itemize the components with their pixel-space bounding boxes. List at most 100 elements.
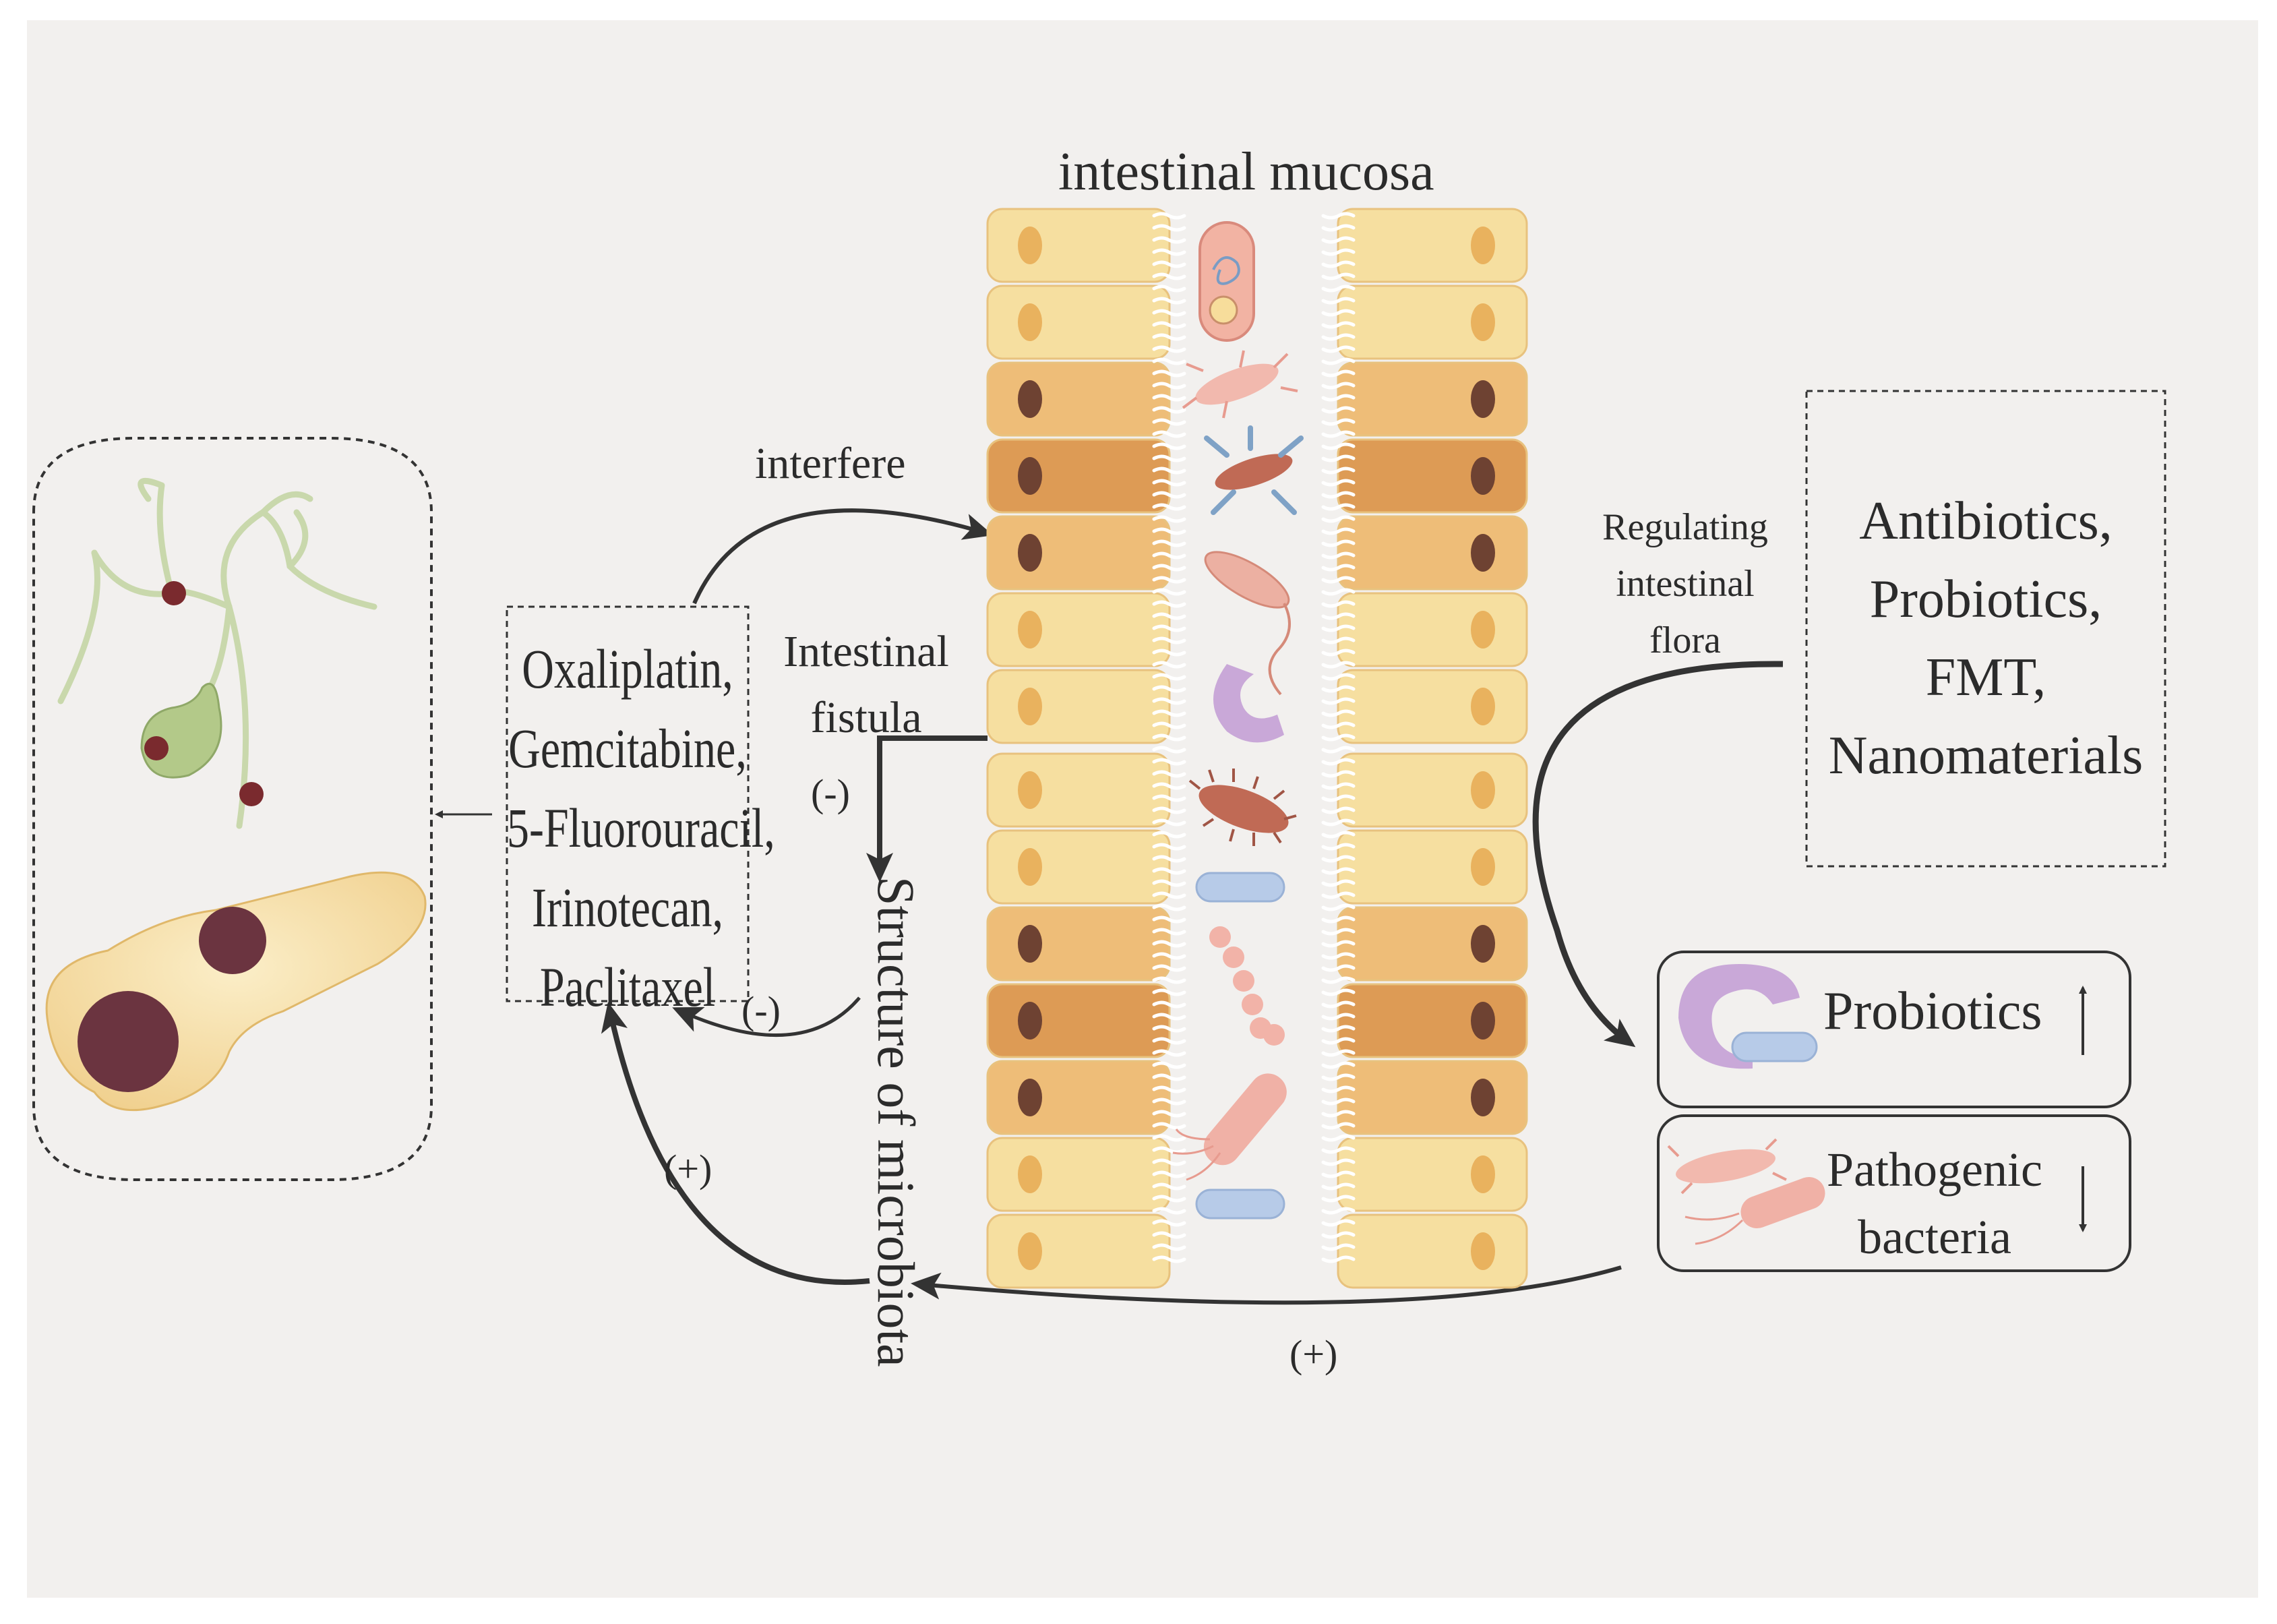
left-microvillus: [1152, 1146, 1186, 1154]
left-microvillus: [1152, 1013, 1186, 1021]
right-microvillus: [1321, 1243, 1356, 1251]
left-microvillus: [1152, 831, 1186, 839]
left-microvillus: [1152, 1000, 1186, 1009]
right-microvillus: [1321, 988, 1356, 996]
right-epithelial-cell: [1337, 983, 1528, 1058]
right-cell-nucleus: [1471, 611, 1495, 649]
left-epithelial-cell: [986, 515, 1171, 591]
right-microvillus: [1321, 685, 1356, 693]
left-microvillus: [1152, 976, 1186, 984]
left-microvillus: [1152, 272, 1186, 280]
left-microvillus: [1152, 1255, 1186, 1263]
left-microvillus: [1152, 588, 1186, 596]
left-epithelial-cell: [986, 752, 1171, 828]
drug-list: Oxaliplatin, Gemcitabine, 5-Fluorouracil…: [507, 620, 775, 1019]
bacterium-curved: [1213, 664, 1284, 743]
left-microvillus: [1152, 1061, 1186, 1069]
left-microvillus: [1152, 770, 1186, 778]
right-microvillus: [1321, 794, 1356, 802]
right-microvillus: [1321, 1170, 1356, 1178]
left-microvillus: [1152, 442, 1186, 450]
left-epithelial-cell: [986, 438, 1171, 514]
right-microvillus: [1321, 394, 1356, 402]
left-cell-nucleus: [1018, 380, 1042, 418]
left-microvillus: [1152, 333, 1186, 341]
right-microvillus: [1321, 551, 1356, 560]
right-microvillus: [1321, 430, 1356, 438]
right-cell-nucleus: [1471, 1155, 1495, 1193]
right-microvillus: [1321, 903, 1356, 911]
right-microvillus: [1321, 806, 1356, 814]
left-microvillus: [1152, 952, 1186, 960]
left-epithelial-cell: [986, 983, 1171, 1058]
right-cell-nucleus: [1471, 848, 1495, 886]
right-microvillus: [1321, 649, 1356, 657]
treatment-box: [1805, 390, 2166, 868]
left-microvillus: [1152, 564, 1186, 572]
right-microvillus: [1321, 406, 1356, 414]
right-microvillus: [1321, 1037, 1356, 1045]
right-microvillus: [1321, 479, 1356, 487]
right-microvillus: [1321, 891, 1356, 899]
left-microvillus: [1152, 1182, 1186, 1191]
right-microvillus: [1321, 248, 1356, 256]
pathogenic-bacteria-label: Pathogenic bacteria: [1796, 1136, 2073, 1271]
right-epithelial-cell: [1337, 438, 1528, 514]
bacterium-tailed: [1204, 551, 1291, 696]
right-microvillus: [1321, 467, 1356, 475]
right-microvillus: [1321, 940, 1356, 948]
left-microvillus: [1152, 1085, 1186, 1093]
drug-item-5-fluorouracil: 5-Fluorouracil,: [507, 798, 775, 860]
left-microvillus: [1152, 709, 1186, 717]
bacterium-long-tail: [1172, 1073, 1287, 1181]
right-cell-nucleus: [1471, 771, 1495, 809]
arrow-plus-to-drugs: [601, 1002, 870, 1285]
arrow-outcomes-to-structure: [911, 1265, 1622, 1305]
left-microvillus: [1152, 345, 1186, 353]
left-cell-nucleus: [1018, 534, 1042, 572]
left-microvillus: [1152, 454, 1186, 462]
right-microvillus: [1321, 721, 1356, 729]
right-microvillus: [1321, 284, 1356, 293]
right-microvillus: [1321, 1195, 1356, 1203]
bacterium-chain: [1209, 926, 1285, 1046]
pathogenic-line-2: bacteria: [1858, 1210, 2011, 1264]
left-microvillus: [1152, 1073, 1186, 1081]
probiotics-outcome-label: Probiotics: [1823, 982, 2042, 1041]
right-microvillus: [1321, 1122, 1356, 1130]
left-microvillus: [1152, 1037, 1186, 1045]
right-microvillus: [1321, 1013, 1356, 1021]
pathogenic-line-1: Pathogenic: [1827, 1143, 2042, 1197]
left-microvillus: [1152, 612, 1186, 620]
left-microvillus: [1152, 1049, 1186, 1057]
right-microvillus: [1321, 321, 1356, 329]
left-microvillus: [1152, 309, 1186, 317]
left-microvillus: [1152, 1097, 1186, 1106]
left-microvillus: [1152, 782, 1186, 790]
right-microvillus: [1321, 867, 1356, 875]
right-microvillus: [1321, 539, 1356, 547]
pill-bacterium-2: [1195, 1189, 1285, 1220]
intestinal-fistula-label: Intestinal fistula: [765, 619, 967, 751]
right-microvillus: [1321, 1146, 1356, 1154]
right-epithelial-cell: [1337, 829, 1528, 905]
left-microvillus: [1152, 1231, 1186, 1239]
left-cell-nucleus: [1018, 303, 1042, 341]
left-microvillus: [1152, 248, 1186, 256]
bacterium-plasmid: [1198, 221, 1255, 342]
regulating-flora-label: Regulating intestinal flora: [1577, 499, 1793, 669]
left-microvillus: [1152, 467, 1186, 475]
regulating-line-3: flora: [1649, 620, 1721, 661]
left-microvillus: [1152, 806, 1186, 814]
treatment-item-antibiotics: Antibiotics,: [1859, 491, 2113, 551]
left-microvillus: [1152, 284, 1186, 293]
right-microvillus: [1321, 928, 1356, 936]
left-microvillus: [1152, 1134, 1186, 1142]
right-microvillus: [1321, 782, 1356, 790]
left-cell-nucleus: [1018, 1155, 1042, 1193]
right-microvillus: [1321, 1085, 1356, 1093]
left-microvillus: [1152, 394, 1186, 402]
right-microvillus: [1321, 831, 1356, 839]
probiotic-pill-icon: [1731, 1031, 1818, 1062]
treatment-item-nanomaterials: Nanomaterials: [1828, 726, 2144, 785]
